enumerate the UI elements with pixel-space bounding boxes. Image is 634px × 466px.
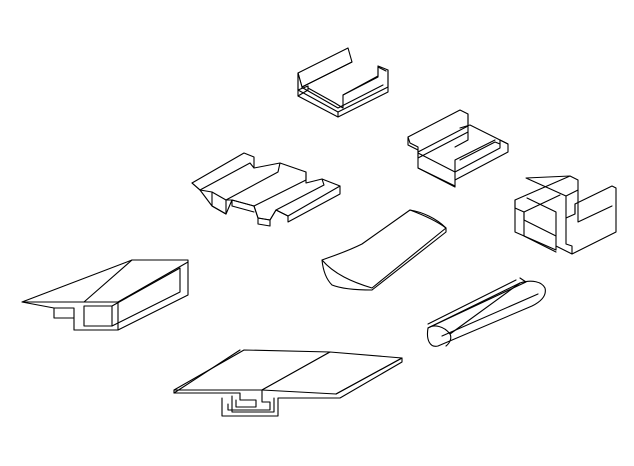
profile-channel-top — [297, 47, 389, 118]
profile-standing-seam-joint — [173, 349, 403, 417]
profile-split-tube — [426, 277, 546, 347]
profile-corrugated-sheet — [191, 152, 341, 227]
profile-channel-box — [514, 175, 617, 255]
profile-angle-box-section — [21, 259, 189, 331]
profile-channel-flanged — [407, 109, 509, 188]
profile-curved-plate — [321, 209, 447, 291]
